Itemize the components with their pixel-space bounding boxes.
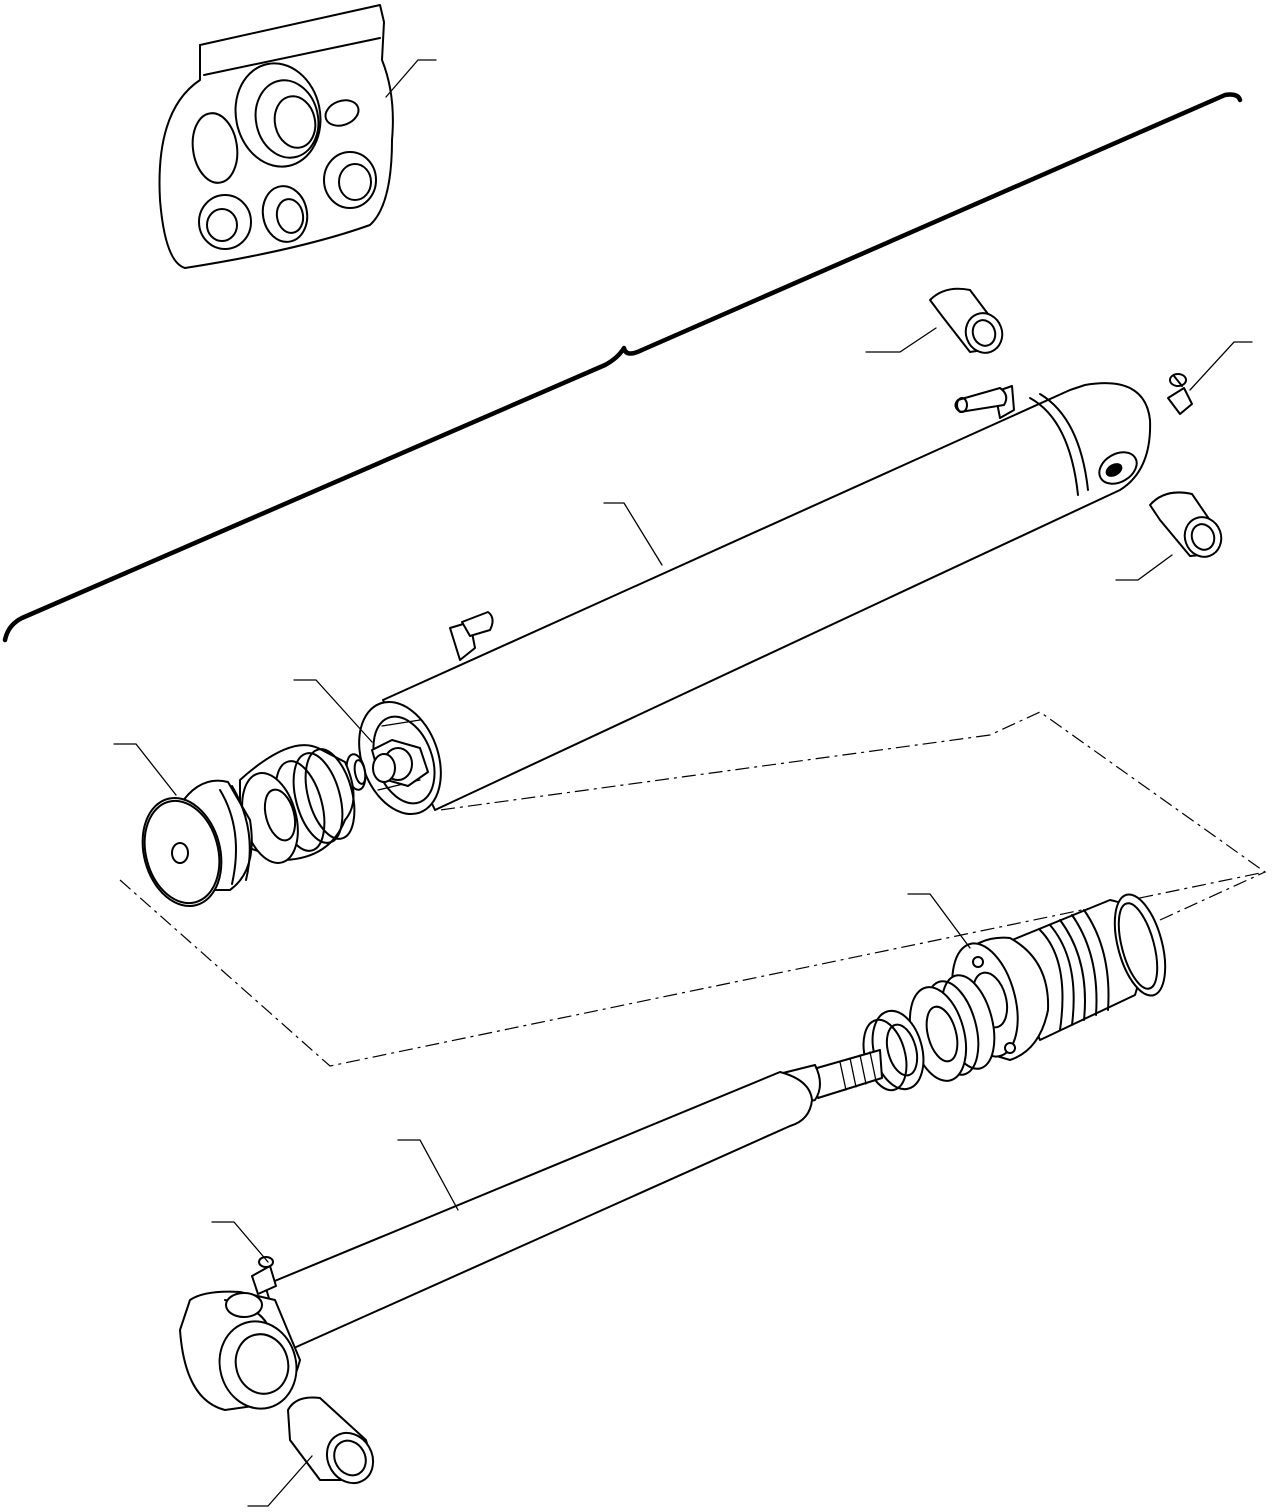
callout-grease-fitting-barrel [1189, 341, 1253, 391]
callout-piston-nut [293, 679, 373, 743]
callout-seal-kit [385, 59, 437, 98]
assembly-brace [2, 92, 1243, 643]
bushing-rod-end [287, 1396, 375, 1485]
piston-nut [345, 739, 429, 791]
callout-piston-rod [397, 1139, 459, 1211]
callout-bushing-top [865, 327, 937, 353]
callout-grease-fitting-rod [211, 1221, 269, 1263]
callout-bushing-rod-end [247, 1455, 313, 1507]
seal-kit-bag [158, 4, 394, 269]
alignment-line-barrel [439, 734, 991, 811]
bushing-top [929, 287, 1004, 354]
alignment-line-gland [1159, 871, 1266, 921]
bushing-barrel-end [1149, 491, 1223, 558]
callout-piston [113, 743, 177, 796]
callout-cylinder-barrel [603, 502, 663, 566]
grease-fitting-barrel [1167, 373, 1193, 415]
piston [141, 744, 356, 908]
gland-seals [862, 974, 996, 1092]
callout-bushing-barrel-end [1115, 554, 1173, 581]
grease-fitting-rod [251, 1256, 277, 1295]
cylinder-barrel [358, 382, 1152, 816]
piston-rod [179, 1049, 883, 1411]
callout-gland [907, 893, 971, 949]
